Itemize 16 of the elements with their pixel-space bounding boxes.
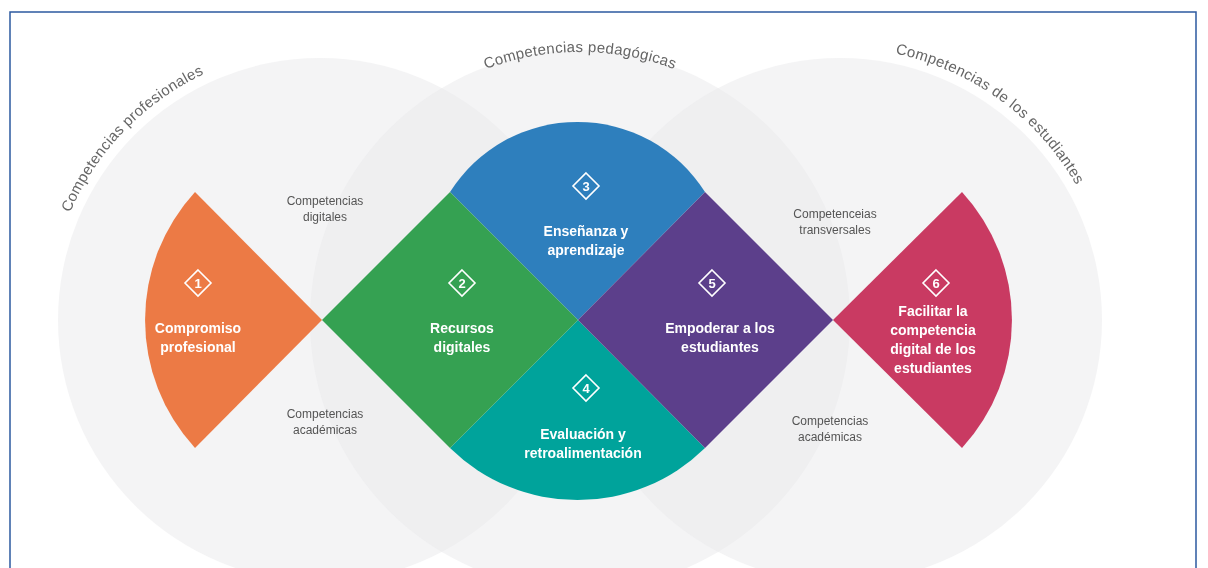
step-title: Evaluación y retroalimentación [523, 425, 643, 463]
step-number: 6 [932, 276, 940, 290]
step-title: Compromiso profesional [153, 319, 243, 357]
category-label: Competencias digitales [285, 193, 365, 225]
step-number: 2 [458, 276, 466, 290]
step-title: Recursos digitales [429, 319, 495, 357]
step-number: 5 [708, 276, 716, 290]
step-title: Enseñanza y aprendizaje [542, 222, 630, 260]
step-number: 4 [582, 381, 590, 395]
step-number: 3 [582, 179, 590, 193]
category-label: Competenceias transversales [792, 206, 878, 238]
category-label: Competencias académicas [285, 406, 365, 438]
step-number: 1 [194, 276, 202, 290]
step-title: Empoderar a los estudiantes [664, 319, 776, 357]
step-title: Facilitar la competencia digital de los estudiantes [889, 302, 977, 378]
category-label: Competencias académicas [790, 413, 870, 445]
